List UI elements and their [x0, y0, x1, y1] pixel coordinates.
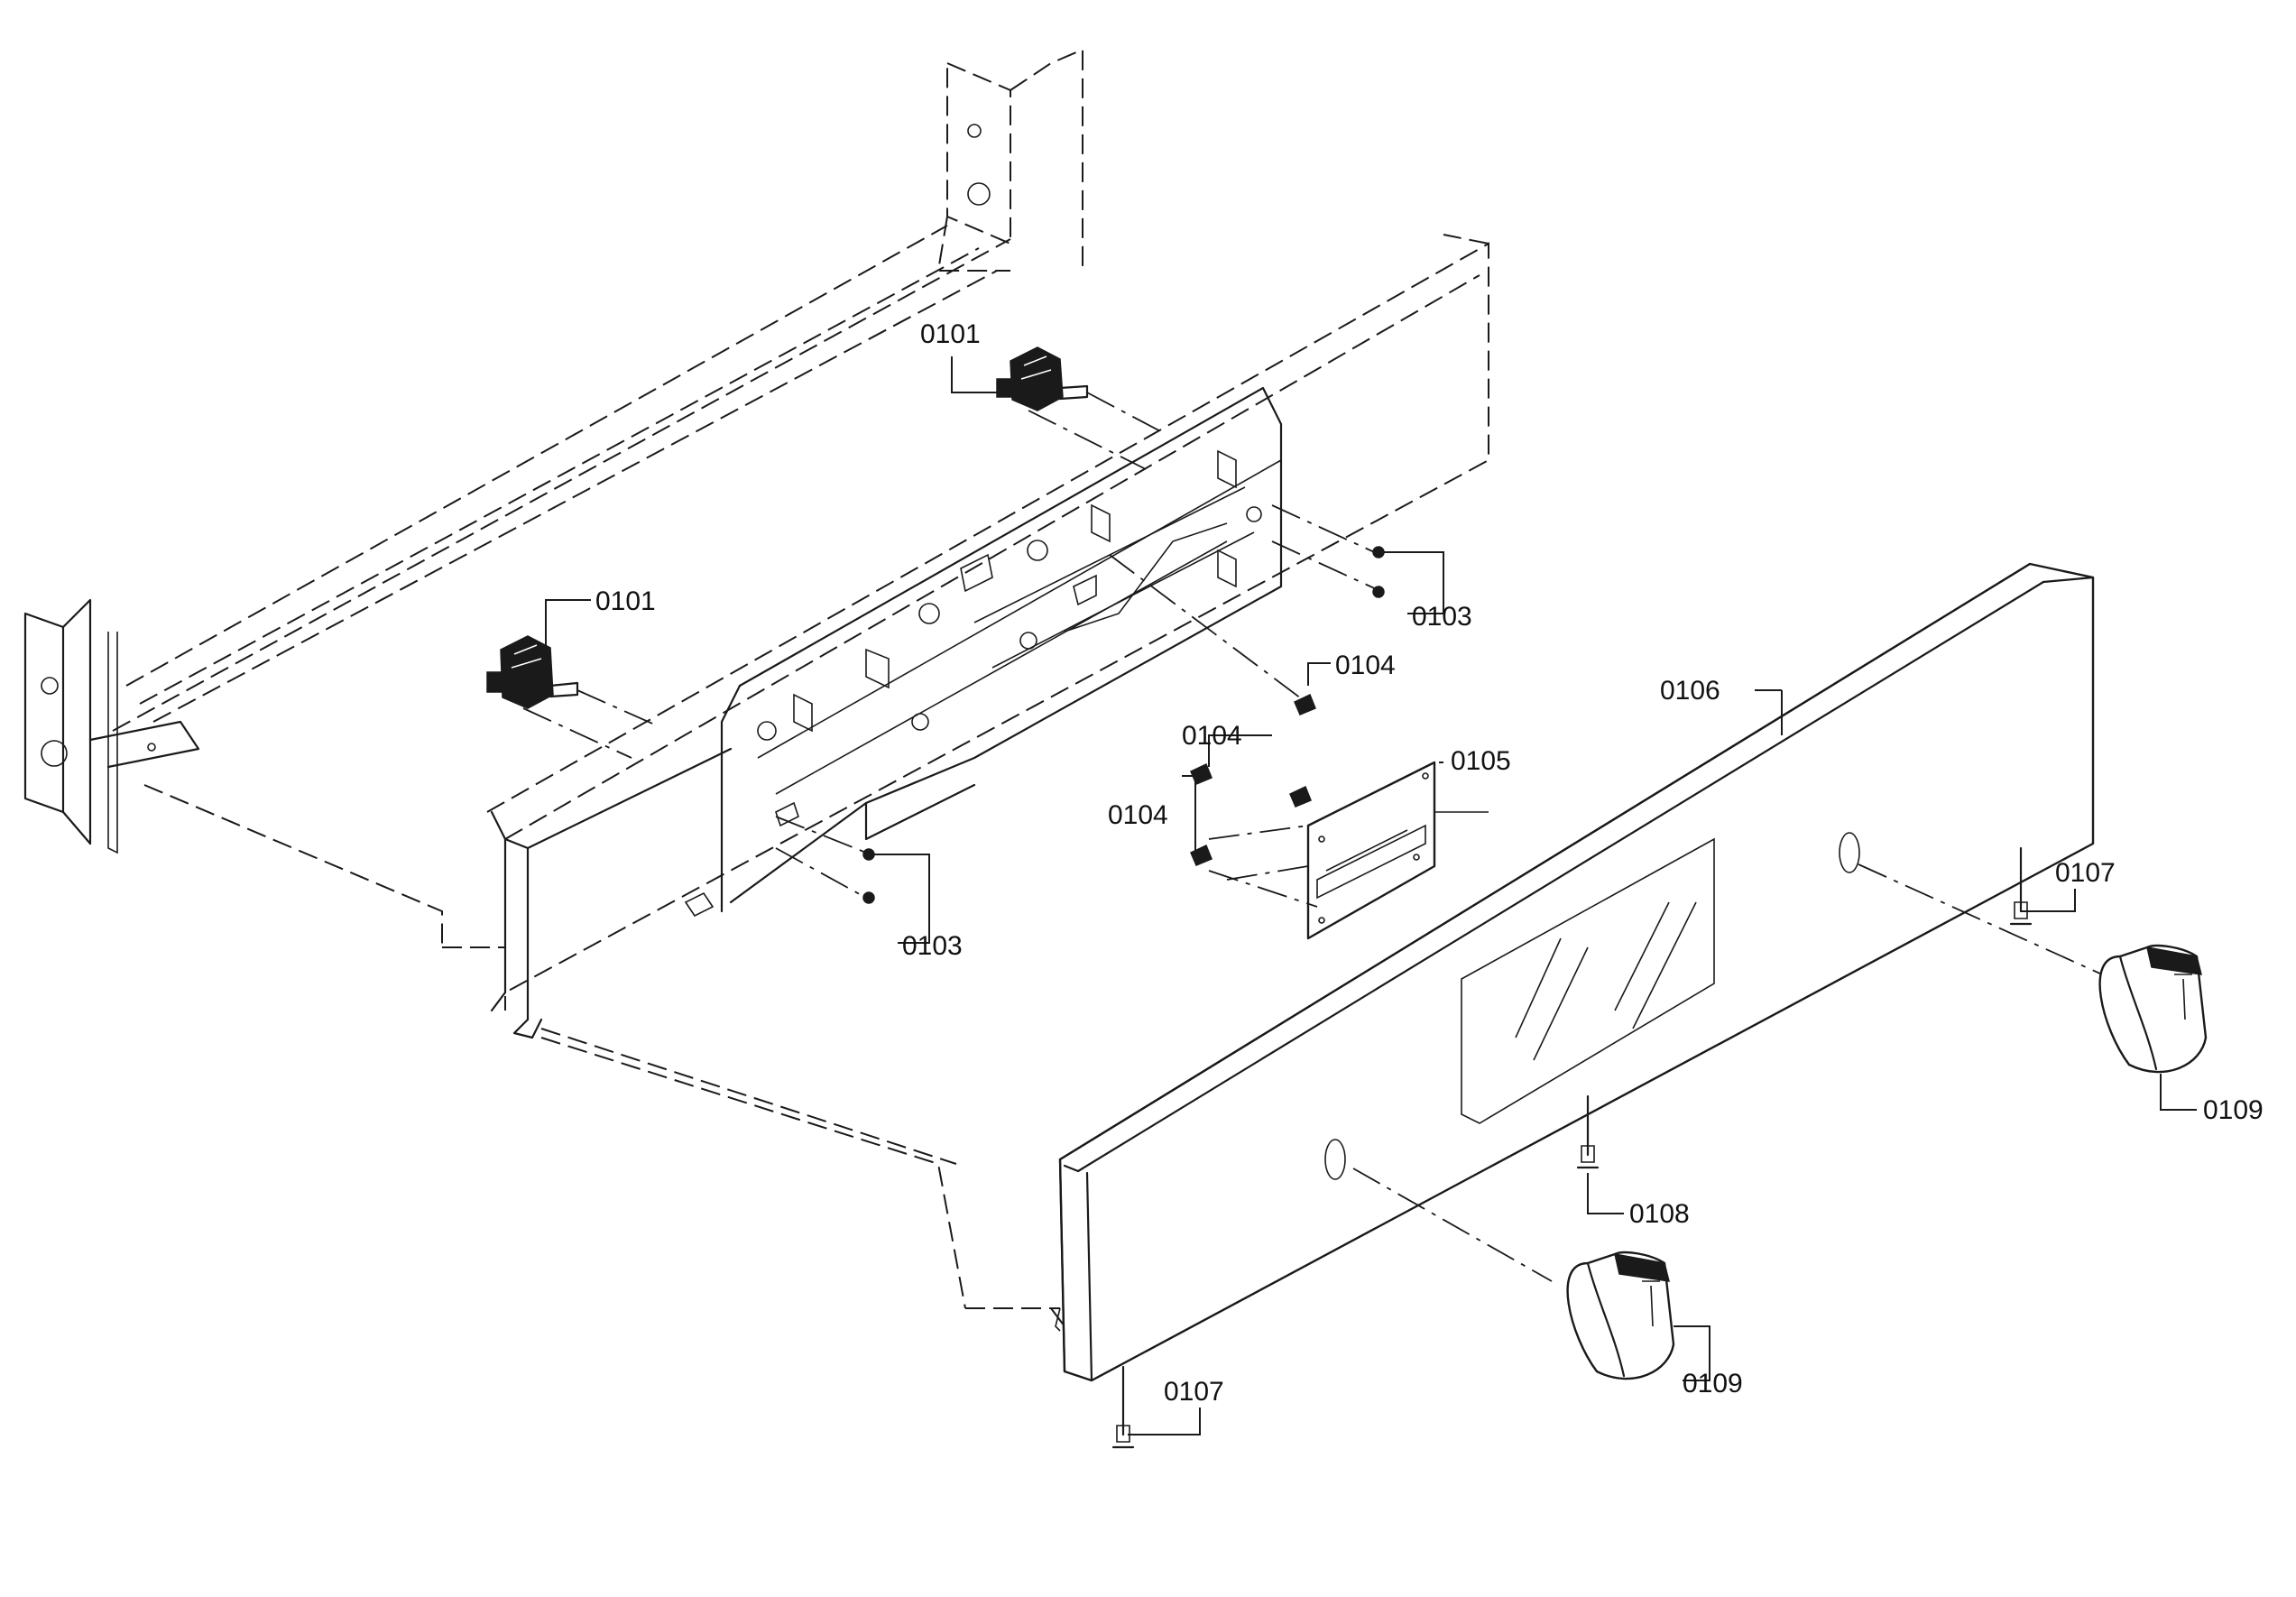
- callout-0106: 0106: [1660, 676, 1720, 706]
- rear-frame-rail: [112, 48, 1083, 1327]
- callout-0103-upper: 0103: [1412, 602, 1472, 632]
- callout-0109-upper: 0109: [2203, 1095, 2264, 1125]
- left-end-bracket: [23, 598, 200, 854]
- callout-0104-top: 0104: [1335, 651, 1396, 680]
- callout-0101-lower: 0101: [595, 586, 656, 616]
- screw-0107-right: [2009, 846, 2033, 926]
- mounting-plate: [1306, 761, 1489, 940]
- front-control-panel: [1055, 562, 2095, 1382]
- callout-0107-right: 0107: [2055, 858, 2116, 888]
- screw-0107-left: [1111, 1365, 1135, 1449]
- callout-0104-middle: 0104: [1182, 721, 1242, 751]
- thermostat-switch-lower: [486, 635, 659, 759]
- callout-0107-left: 0107: [1164, 1377, 1224, 1407]
- knob-lower: [1352, 1168, 1675, 1380]
- callout-0105: 0105: [1451, 746, 1511, 776]
- leader-lines: [545, 356, 2197, 1435]
- callout-0101-upper: 0101: [920, 319, 981, 349]
- screws-0103-lower: [775, 816, 875, 904]
- callout-0104-left: 0104: [1108, 800, 1168, 830]
- callout-0108: 0108: [1629, 1199, 1690, 1229]
- callout-0109-lower: 0109: [1683, 1369, 1743, 1399]
- screws-0103-upper: [1271, 504, 1385, 598]
- knob-upper: [1858, 863, 2208, 1074]
- thermostat-switch-upper: [996, 346, 1165, 470]
- callout-0103-lower: 0103: [902, 931, 963, 961]
- screw-0108: [1576, 1094, 1600, 1169]
